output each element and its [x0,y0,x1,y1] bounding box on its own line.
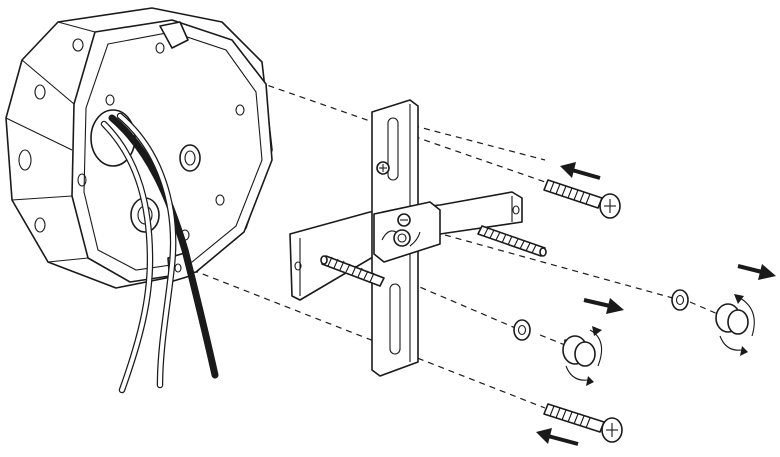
direction-arrow-icon [536,162,776,446]
washer-icon [513,289,689,341]
rotation-arrow-icon [565,294,755,386]
cap-nut-icon [562,303,749,367]
crossbar-mounting-bracket-icon [289,99,523,377]
threaded-stud-icon [320,225,547,287]
cable-wires-icon [100,112,219,394]
mounting-screw-icon [543,179,623,443]
